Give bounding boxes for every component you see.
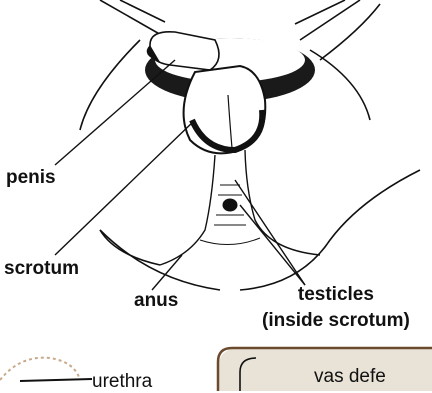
label-scrotum: scrotum [4,258,79,280]
perineum-drawing [160,150,320,265]
label-testicles-line1: testicles [262,282,410,308]
urethra-detail-circle [0,358,92,381]
scrotum-drawing [184,66,266,153]
label-vas-deferens: vas defe [314,366,386,388]
label-penis: penis [6,167,56,189]
label-testicles-line2: (inside scrotum) [262,308,410,334]
label-testicles: testicles (inside scrotum) [262,282,410,334]
label-urethra: urethra [92,371,152,393]
label-anus: anus [134,290,178,312]
